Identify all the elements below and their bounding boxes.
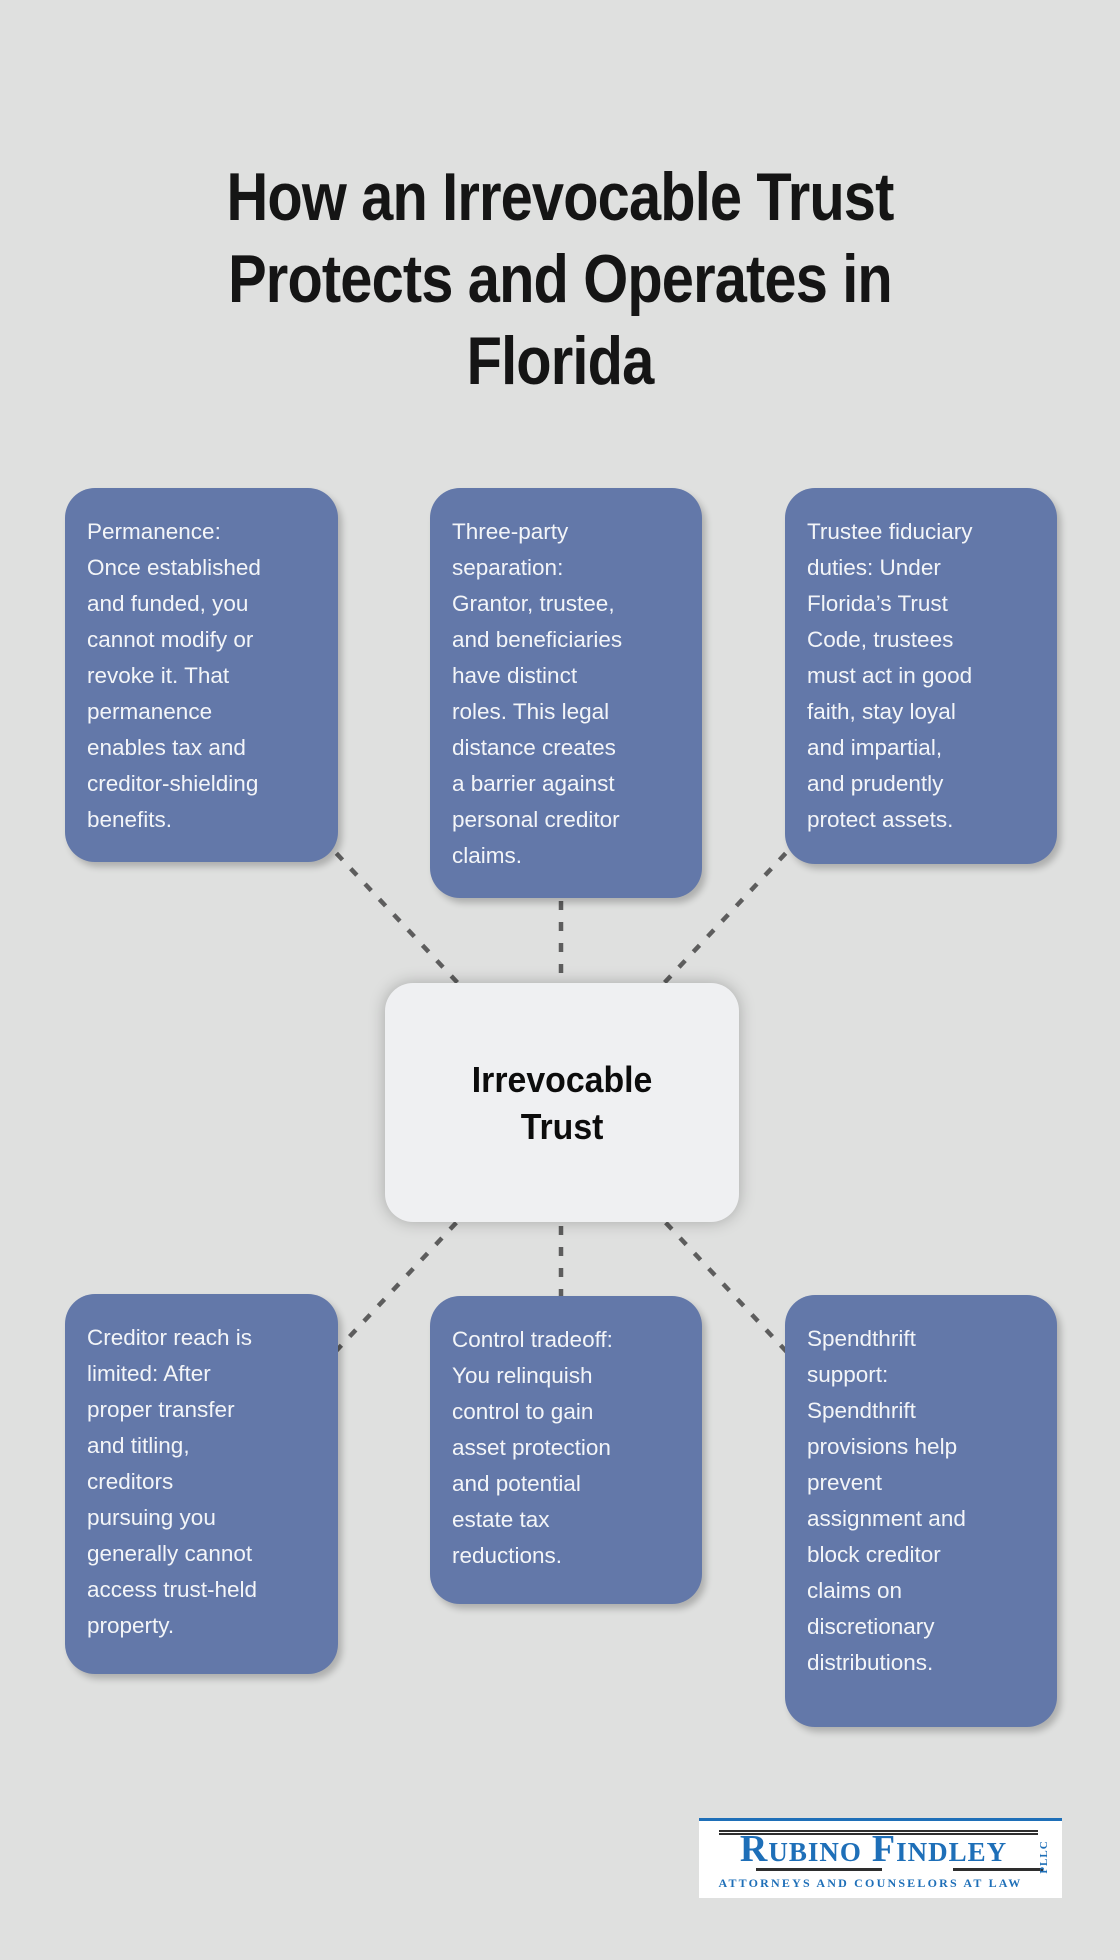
node-text: Creditor reach is limited: After proper …: [87, 1325, 258, 1638]
node-text: Control tradeoff: You relinquish control…: [452, 1327, 613, 1568]
node-text: Three-party separation: Grantor, trustee…: [452, 519, 623, 868]
logo-top-rule: [719, 1830, 1038, 1835]
node-control-tradeoff: Control tradeoff: You relinquish control…: [430, 1296, 702, 1604]
logo-underline-left: [756, 1868, 882, 1871]
node-text: Trustee fiduciary duties: Under Florida’…: [807, 519, 973, 832]
node-spendthrift-support: Spendthrift support: Spendthrift provisi…: [785, 1295, 1057, 1727]
logo-initial-r: R: [739, 1828, 769, 1870]
center-node-irrevocable-trust: Irrevocable Trust: [385, 983, 739, 1222]
node-permanence: Permanence: Once established and funded,…: [65, 488, 338, 862]
node-text: Permanence: Once established and funded,…: [87, 519, 261, 832]
logo-underline-right: [953, 1868, 1043, 1871]
logo-word1-rest: UBINO: [768, 1837, 862, 1867]
node-three-party-separation: Three-party separation: Grantor, trustee…: [430, 488, 702, 898]
logo-firm-name: RUBINO FINDLEY: [699, 1830, 1048, 1869]
node-creditor-reach-limited: Creditor reach is limited: After proper …: [65, 1294, 338, 1674]
center-node-label: Irrevocable Trust: [471, 1058, 653, 1147]
logo-tagline: ATTORNEYS AND COUNSELORS AT LAW: [718, 1876, 1023, 1890]
node-text: Spendthrift support: Spendthrift provisi…: [807, 1326, 966, 1675]
rubino-findley-logo: RUBINO FINDLEY PLLC ATTORNEYS AND COUNSEL…: [699, 1818, 1062, 1898]
page-title: How an Irrevocable Trust Protects and Op…: [226, 158, 894, 399]
node-trustee-fiduciary-duties: Trustee fiduciary duties: Under Florida’…: [785, 488, 1057, 864]
logo-word2-rest: INDLEY: [896, 1837, 1008, 1867]
logo-initial-f: F: [871, 1828, 897, 1870]
logo-pllc-suffix: PLLC: [1038, 1840, 1050, 1874]
